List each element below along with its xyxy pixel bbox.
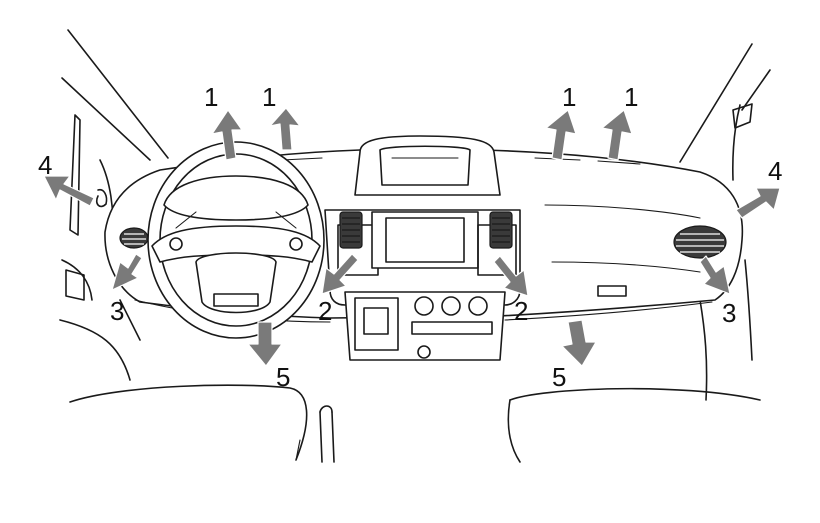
airflow-arrow-icon (211, 109, 243, 161)
airflow-arrow-icon (561, 319, 597, 367)
label-center-vent-2: 2 (514, 296, 529, 326)
airflow-arrow-icon (601, 109, 633, 161)
label-side-window-4: 4 (768, 156, 783, 186)
airflow-arrow-icon (699, 255, 731, 295)
right-side-vent (673, 225, 727, 259)
label-footwell-5: 5 (552, 362, 567, 392)
left-side-vent (119, 227, 149, 249)
label-defrost-1: 1 (204, 82, 219, 112)
airflow-arrow-icon (493, 255, 529, 297)
airflow-arrow-icon (269, 107, 301, 151)
airflow-arrow-icon (247, 321, 283, 367)
front-seats (69, 384, 761, 463)
label-side-vent-3: 3 (110, 296, 125, 326)
right-door-panel (699, 103, 753, 401)
label-defrost-1: 1 (624, 82, 639, 112)
airflow-arrow-icon (545, 109, 577, 161)
airflow-arrow-icon (321, 253, 359, 295)
center-console (324, 209, 521, 361)
label-defrost-1: 1 (562, 82, 577, 112)
airflow-arrow-icon (735, 187, 781, 219)
label-center-vent-2: 2 (318, 296, 333, 326)
windshield-pillars (61, 29, 771, 163)
label-side-window-4: 4 (38, 150, 53, 180)
airflow-arrows (43, 107, 781, 367)
center-right-vent (489, 211, 513, 249)
label-footwell-5: 5 (276, 362, 291, 392)
center-left-vent (339, 211, 363, 249)
label-defrost-1: 1 (262, 82, 277, 112)
airflow-arrow-icon (111, 253, 143, 291)
label-side-vent-3: 3 (722, 298, 737, 328)
airflow-arrow-icon (43, 175, 95, 207)
steering-wheel (147, 141, 325, 339)
